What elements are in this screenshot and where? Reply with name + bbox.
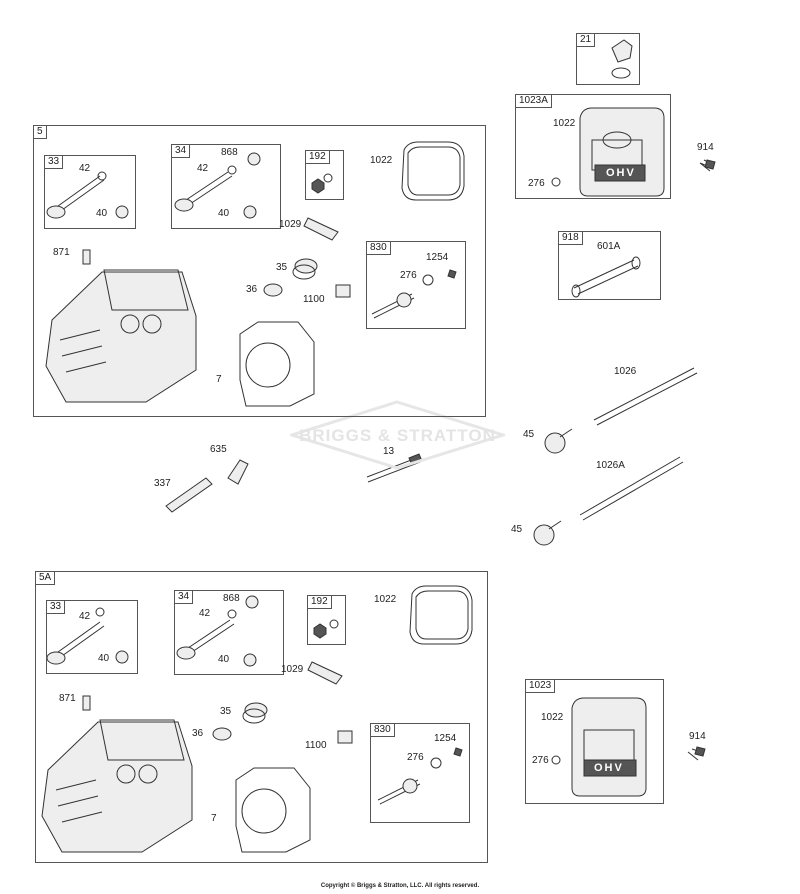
part-box-34-a-label: 34 — [172, 145, 191, 158]
watermark-text: BRIGGS & STRATTON — [299, 426, 496, 445]
part-box-34-b-label: 34 — [175, 591, 194, 604]
part-box-21[interactable]: 21 — [576, 33, 640, 85]
brand-watermark-icon — [290, 400, 505, 470]
part-box-918-label: 918 — [559, 232, 583, 245]
label-1026a: 1026A — [596, 460, 625, 471]
label-35-a: 35 — [276, 262, 288, 273]
part-box-192-a-label: 192 — [306, 151, 330, 164]
assembly-5-art — [45, 141, 465, 407]
part-box-192-a[interactable]: 192 — [305, 150, 344, 200]
part-box-21-label: 21 — [577, 34, 596, 47]
part-box-830-a[interactable]: 830 — [366, 241, 466, 329]
ohv-logo-bottom: OHV — [594, 762, 624, 774]
label-1022-br: 1022 — [541, 712, 564, 723]
part-box-1023a[interactable]: 1023A — [515, 94, 671, 199]
valve-cover-1023-part — [551, 697, 647, 797]
label-40-b2: 40 — [218, 654, 230, 665]
part-box-1023a-label: 1023A — [516, 95, 552, 108]
label-40-a1: 40 — [96, 208, 108, 219]
label-42-a2: 42 — [197, 163, 209, 174]
assembly-5-title: 5 — [34, 126, 47, 139]
bolt-914-part — [687, 159, 716, 761]
part-box-918[interactable]: 918 — [558, 231, 661, 300]
label-7-a: 7 — [216, 374, 222, 385]
valve-cover-1023a-part — [551, 107, 665, 197]
label-1029-a: 1029 — [279, 219, 302, 230]
pushrod-parts — [579, 367, 698, 521]
label-13: 13 — [383, 446, 395, 457]
label-40-b1: 40 — [98, 653, 110, 664]
label-914-br: 914 — [689, 731, 706, 742]
label-1100-b: 1100 — [305, 740, 327, 751]
part-box-34-b[interactable]: 34 — [174, 590, 284, 675]
copyright-notice: Copyright © Briggs & Stratton, LLC. All … — [320, 883, 480, 889]
assembly-box-5[interactable]: 5 — [33, 125, 486, 417]
label-7-b: 7 — [211, 813, 217, 824]
label-42-a1: 42 — [79, 163, 91, 174]
shaft-601a-part — [571, 256, 641, 298]
label-40-a2: 40 — [218, 208, 230, 219]
tappet-parts — [533, 428, 573, 546]
part-box-34-a[interactable]: 34 — [171, 144, 281, 229]
label-1029-b: 1029 — [281, 664, 304, 675]
part-box-830-b[interactable]: 830 — [370, 723, 470, 823]
label-1254-a: 1254 — [426, 252, 449, 263]
label-337: 337 — [154, 478, 171, 489]
oil-cap-part — [611, 39, 633, 79]
label-36-a: 36 — [246, 284, 258, 295]
part-box-192-b-label: 192 — [308, 596, 332, 609]
assembly-5a-title: 5A — [36, 572, 56, 585]
part-box-33-a-label: 33 — [45, 156, 64, 169]
part-box-1023[interactable]: 1023 — [525, 679, 664, 804]
label-871-a: 871 — [53, 247, 70, 258]
label-276-top: 276 — [528, 178, 545, 189]
label-601a: 601A — [597, 241, 621, 252]
label-1022-top: 1022 — [553, 118, 576, 129]
label-1254-b: 1254 — [434, 733, 457, 744]
part-box-33-b[interactable]: 33 — [46, 600, 138, 674]
label-871-b: 871 — [59, 693, 76, 704]
part-box-33-a[interactable]: 33 — [44, 155, 136, 229]
label-45-bot: 45 — [511, 524, 523, 535]
part-box-1023-label: 1023 — [526, 680, 556, 693]
label-276-br: 276 — [532, 755, 549, 766]
part-box-192-b[interactable]: 192 — [307, 595, 346, 645]
label-868-b: 868 — [223, 593, 240, 604]
label-276-b: 276 — [407, 752, 424, 763]
label-42-b1: 42 — [79, 611, 91, 622]
label-36-b: 36 — [192, 728, 204, 739]
label-276-a: 276 — [400, 270, 417, 281]
label-868-a: 868 — [221, 147, 238, 158]
assembly-5a-art — [41, 585, 473, 853]
part-box-830-a-label: 830 — [367, 242, 391, 255]
label-1022-a: 1022 — [370, 155, 393, 166]
label-914-top: 914 — [697, 142, 714, 153]
ohv-logo-top: OHV — [606, 167, 636, 179]
label-1022-b: 1022 — [374, 594, 397, 605]
part-box-830-b-label: 830 — [371, 724, 395, 737]
label-35-b: 35 — [220, 706, 232, 717]
label-1026: 1026 — [614, 366, 637, 377]
assembly-box-5a[interactable]: 5A — [35, 571, 488, 863]
label-635: 635 — [210, 444, 227, 455]
label-1100-a: 1100 — [303, 294, 325, 305]
label-45-top: 45 — [523, 429, 535, 440]
label-42-b2: 42 — [199, 608, 211, 619]
part-box-33-b-label: 33 — [47, 601, 66, 614]
